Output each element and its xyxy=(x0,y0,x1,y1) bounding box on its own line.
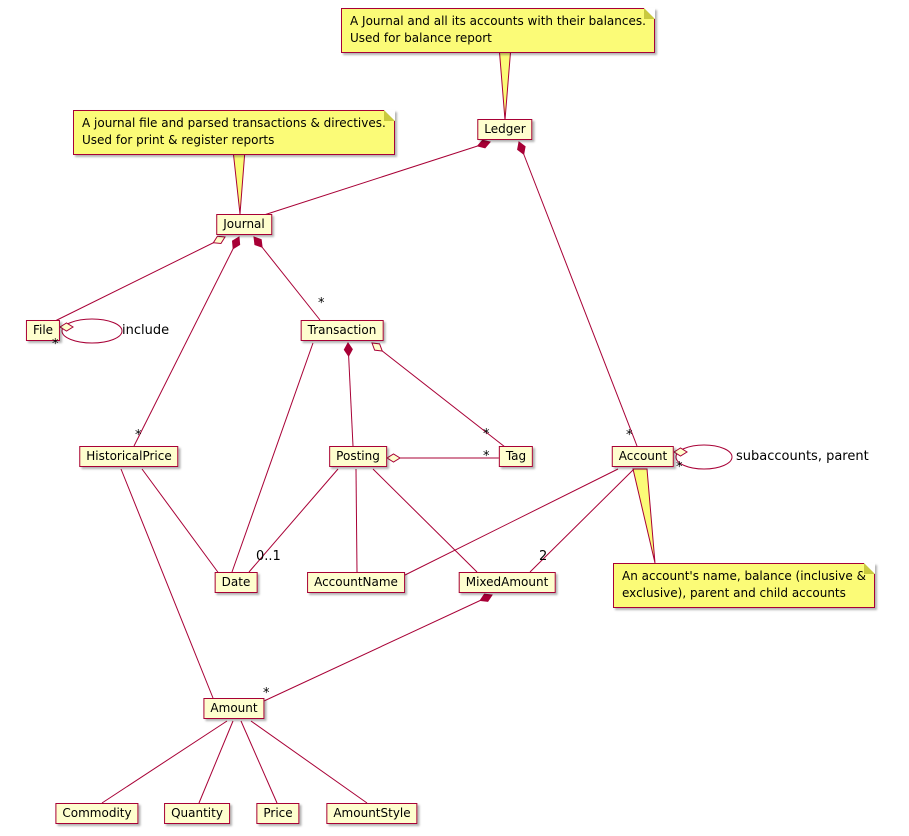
note-account-line1: An account's name, balance (inclusive & xyxy=(622,569,866,583)
class-file: File xyxy=(25,320,61,341)
edge-account-accountname xyxy=(400,468,619,578)
note-account: An account's name, balance (inclusive & … xyxy=(613,563,875,608)
class-tag: Tag xyxy=(498,446,534,467)
class-commodity: Commodity xyxy=(55,803,139,824)
note-account-line2: exclusive), parent and child accounts xyxy=(622,585,846,600)
diamond-ledger-account xyxy=(517,141,526,156)
edge-ledger-journal xyxy=(263,141,491,216)
self-loop-file-include xyxy=(61,318,123,344)
note-ledger-line2: Used for balance report xyxy=(350,30,492,45)
self-loop-account-subaccounts xyxy=(675,444,733,470)
note-ledger-line1: A Journal and all its accounts with thei… xyxy=(350,14,646,28)
class-posting: Posting xyxy=(329,446,387,467)
ledger-note-connector xyxy=(498,45,512,121)
class-historicalprice: HistoricalPrice xyxy=(79,446,179,467)
edge-journal-file xyxy=(54,236,226,322)
journal-note-connector xyxy=(232,149,246,215)
class-amount: Amount xyxy=(203,698,265,719)
edge-account-mixedamount xyxy=(529,468,635,573)
class-journal: Journal xyxy=(216,214,272,235)
edge-ledger-account xyxy=(518,141,638,447)
note-journal: A journal file and parsed transactions &… xyxy=(73,110,395,155)
edge-amount-quantity xyxy=(198,720,234,804)
diamond-transaction-tag xyxy=(371,342,383,352)
class-account: Account xyxy=(611,446,675,467)
diamond-journal-file xyxy=(212,235,226,244)
diamond-transaction-posting xyxy=(343,342,353,357)
edge-amount-price xyxy=(240,720,278,804)
diamond-account-subaccounts xyxy=(673,447,688,457)
class-transaction: Transaction xyxy=(300,320,384,341)
edge-transaction-posting xyxy=(347,342,354,447)
diamond-journal-transaction xyxy=(253,236,263,248)
class-ledger: Ledger xyxy=(477,119,533,140)
class-quantity: Quantity xyxy=(164,803,230,824)
edge-amount-amountstyle xyxy=(250,720,368,804)
class-mixedamount: MixedAmount xyxy=(458,572,556,593)
edge-amount-commodity xyxy=(101,720,228,804)
edge-posting-date xyxy=(248,468,339,573)
edge-transaction-tag xyxy=(371,342,506,448)
edge-posting-mixedamount xyxy=(372,468,478,573)
diamond-journal-historicalprice xyxy=(231,236,241,250)
note-journal-line1: A journal file and parsed transactions &… xyxy=(82,116,386,130)
class-price: Price xyxy=(256,803,300,824)
account-note-connector xyxy=(632,468,656,564)
edge-posting-accountname xyxy=(355,468,358,573)
edge-transaction-date xyxy=(231,342,314,573)
edge-journal-historicalprice xyxy=(133,236,240,447)
note-ledger: A Journal and all its accounts with thei… xyxy=(341,8,655,53)
diamond-mixedamount-amount xyxy=(479,593,493,602)
diamond-file-include xyxy=(59,322,74,332)
edge-historicalprice-date xyxy=(141,468,221,576)
edge-journal-transaction xyxy=(253,236,321,321)
class-accountname: AccountName xyxy=(307,572,405,593)
edge-mixedamount-amount xyxy=(263,594,493,702)
class-date: Date xyxy=(214,572,258,593)
diamond-ledger-journal xyxy=(476,139,491,149)
diamond-posting-tag xyxy=(386,453,401,463)
edge-historicalprice-amount xyxy=(120,468,214,699)
class-amountstyle: AmountStyle xyxy=(326,803,418,824)
note-journal-line2: Used for print & register reports xyxy=(82,132,275,147)
